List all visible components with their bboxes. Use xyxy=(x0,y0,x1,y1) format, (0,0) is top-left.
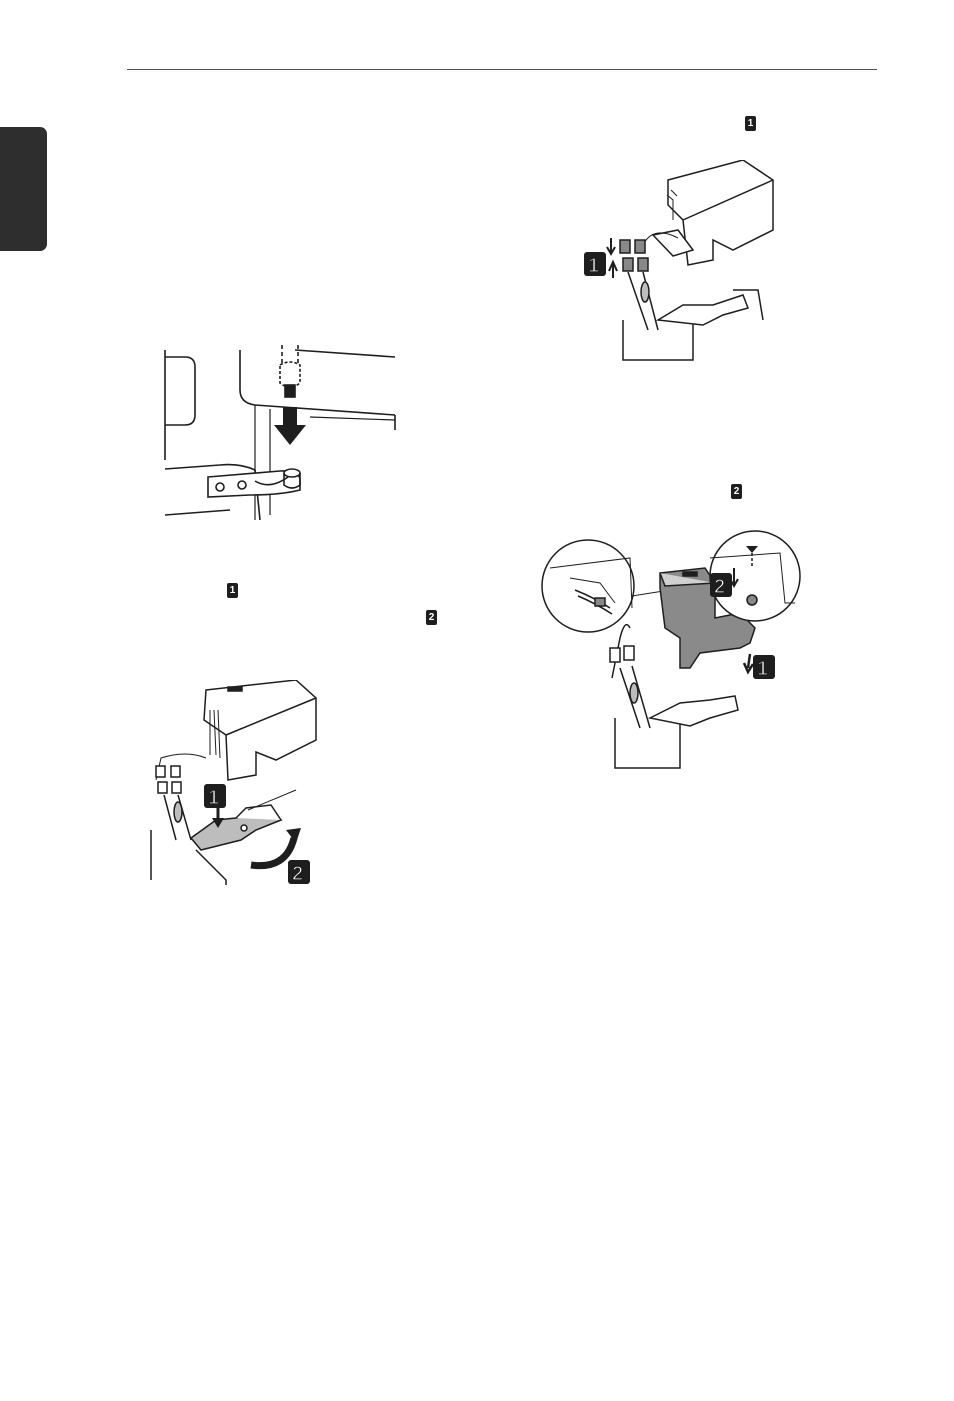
header-rule xyxy=(127,69,877,70)
step-badge-1: 1 xyxy=(227,583,238,598)
figure-hinge-lever: 1 2 xyxy=(146,680,326,890)
callout-number-2: 2 xyxy=(714,576,725,598)
step-badge-1: 1 xyxy=(745,116,756,131)
figure-connectors: 1 xyxy=(583,160,783,365)
figure-cover-install: 2 1 xyxy=(540,528,805,773)
step-badge-2: 2 xyxy=(731,484,742,499)
section-side-tab xyxy=(0,127,47,251)
callout-number-1: 1 xyxy=(588,255,599,277)
callout-number-2: 2 xyxy=(292,863,303,885)
figure-door-onto-hinge xyxy=(160,345,400,525)
callout-number-1: 1 xyxy=(208,787,219,809)
step-badge-2: 2 xyxy=(426,610,437,625)
callout-number-1: 1 xyxy=(757,658,768,680)
